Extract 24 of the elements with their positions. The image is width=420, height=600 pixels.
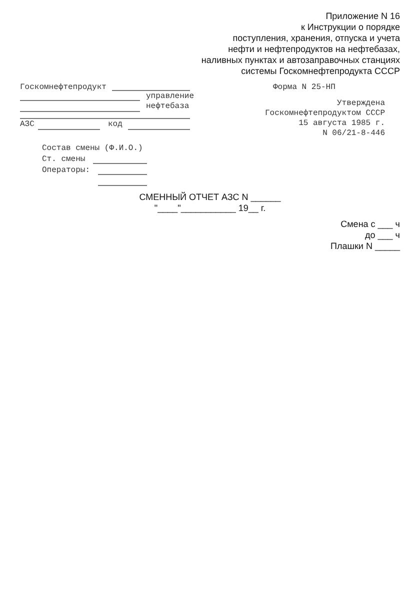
field-label: управление	[146, 93, 194, 101]
field-label: Ст. смены	[42, 156, 86, 164]
appendix-note: к Инструкции о порядке	[300, 23, 400, 32]
report-title: СМЕННЫЙ ОТЧЕТ АЗС N ______	[139, 193, 281, 202]
field-label: Госкомнефтепродукт	[20, 84, 106, 92]
field-label: код	[108, 121, 122, 129]
appendix-note: поступления, хранения, отпуска и учета	[232, 34, 400, 43]
form-number: Форма N 25-НП	[273, 84, 336, 92]
field-label: Состав смены (Ф.И.О.)	[42, 145, 143, 153]
date-line: "____"___________ 19__ г.	[154, 204, 266, 213]
approval-note: Госкомнефтепродуктом СССР	[264, 110, 385, 118]
approval-note: N 06/21-8-446	[322, 130, 385, 138]
appendix-note: системы Госкомнефтепродукта СССР	[241, 67, 400, 76]
appendix-note: нефти и нефтепродуктов на нефтебазах,	[228, 45, 400, 54]
approval-note: Утверждена	[336, 100, 385, 108]
field-label: до ___ ч	[365, 231, 400, 240]
field-label: Плашки N _____	[330, 242, 400, 251]
appendix-note: Приложение N 16	[326, 12, 400, 21]
field-label: АЗС	[20, 121, 34, 129]
appendix-note: наливных пунктах и автозаправочных станциях	[201, 56, 400, 65]
approval-note: 15 августа 1985 г.	[298, 120, 385, 128]
field-label: Смена с ___ ч	[340, 220, 400, 229]
field-label: Операторы:	[42, 167, 90, 175]
field-label: нефтебаза	[146, 103, 190, 111]
